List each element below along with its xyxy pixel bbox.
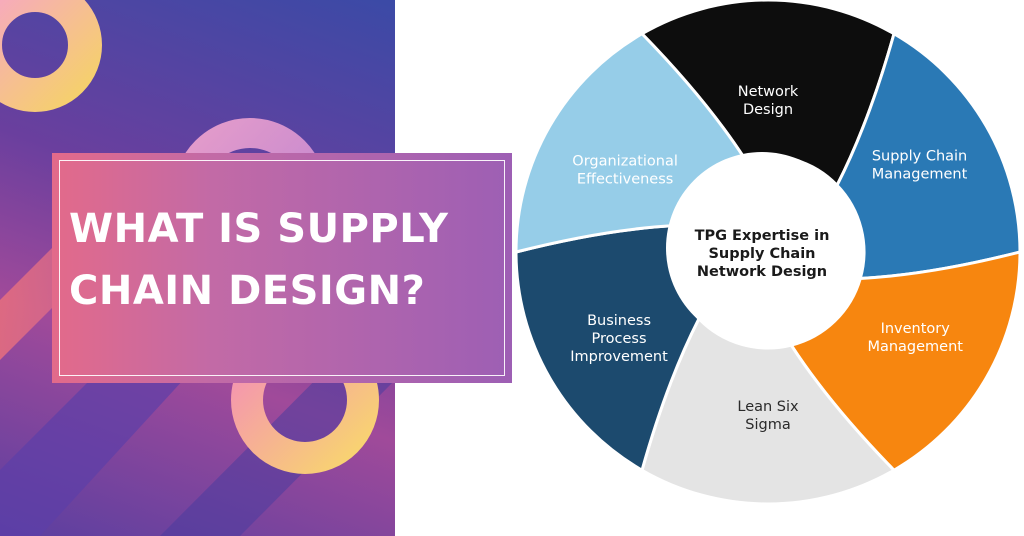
segment-label-business-process-improvement: Business (587, 313, 651, 329)
segments-layer (514, 0, 1022, 506)
title-line-2: CHAIN DESIGN? (69, 268, 426, 314)
title-line-1: WHAT IS SUPPLY (69, 206, 449, 252)
segment-label-organizational-effectiveness: Effectiveness (577, 172, 673, 188)
segment-label-lean-six-sigma: Lean Six (737, 399, 799, 415)
segment-label-network-design: Network (738, 84, 799, 100)
segment-label-supply-chain-management: Management (872, 167, 968, 183)
decorative-ring (0, 0, 102, 112)
segment-label-network-design: Design (743, 102, 793, 118)
segment-label-inventory-management: Inventory (881, 321, 951, 337)
title-frame (59, 160, 505, 376)
segment-label-lean-six-sigma: Sigma (745, 417, 790, 433)
segment-label-organizational-effectiveness: Organizational (572, 154, 678, 170)
segment-label-supply-chain-management: Supply Chain (872, 149, 967, 165)
segment-label-inventory-management: Management (867, 339, 963, 355)
segment-label-business-process-improvement: Improvement (570, 349, 668, 365)
segment-label-business-process-improvement: Process (592, 331, 647, 347)
center-label-line-2: Supply Chain (708, 246, 815, 262)
center-label-line-3: Network Design (697, 264, 827, 280)
title-banner: WHAT IS SUPPLY CHAIN DESIGN? (52, 153, 512, 383)
center-circle (666, 152, 858, 344)
page-title: WHAT IS SUPPLY CHAIN DESIGN? (69, 198, 502, 322)
center-label-line-1: TPG Expertise in (695, 228, 830, 244)
